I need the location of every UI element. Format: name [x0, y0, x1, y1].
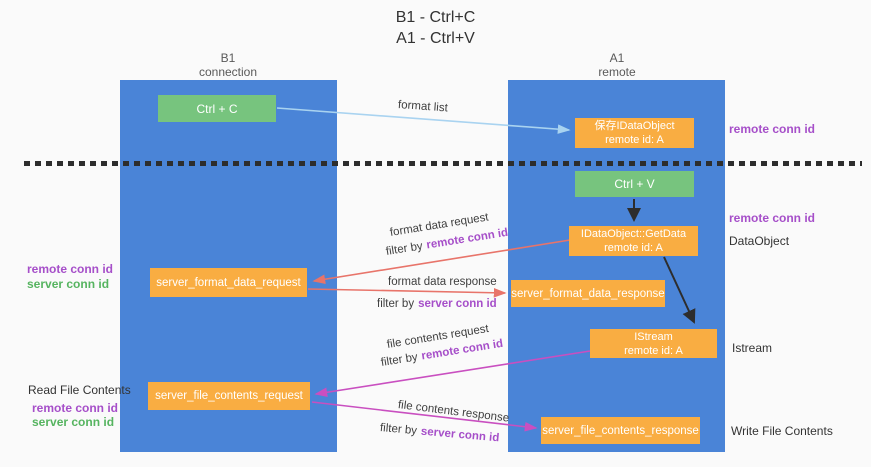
- idataobject-getdata-node: IDataObject::GetData remote id: A: [569, 226, 698, 256]
- server-conn-id-text: server conn id: [420, 425, 500, 445]
- dashed-separator-line: [24, 161, 862, 166]
- ctrl-v-node: Ctrl + V: [575, 171, 694, 197]
- file-request-label: server_file_contents_request: [155, 390, 303, 402]
- format-list-edge-label: format list: [397, 99, 449, 115]
- remote-conn-id-annotation-mid: remote conn id: [729, 211, 816, 225]
- format-data-response-arrow: [307, 287, 507, 298]
- diagram-title: B1 - Ctrl+C A1 - Ctrl+V: [0, 7, 871, 49]
- left-column-subtitle: connection: [198, 65, 258, 79]
- save-idataobject-line1: 保存IDataObject: [594, 120, 675, 132]
- right-column-header: A1 remote: [557, 51, 677, 79]
- write-file-contents-annotation: Write File Contents: [731, 424, 833, 438]
- right-column-name: A1: [609, 51, 625, 65]
- server-file-contents-response-node: server_file_contents_response: [541, 417, 700, 444]
- left-column-name: B1: [220, 51, 236, 65]
- file-response-label: server_file_contents_response: [542, 424, 699, 437]
- right-column-subtitle: remote: [598, 65, 636, 79]
- save-idataobject-line2: remote id: A: [605, 134, 664, 146]
- istream-node: IStream remote id: A: [590, 329, 717, 358]
- filter-by-text: filter by: [385, 240, 424, 258]
- getdata-line1: IDataObject::GetData: [580, 228, 687, 240]
- ctrl-c-node: Ctrl + C: [158, 95, 276, 122]
- bottom-remote-conn-id-annotation: remote conn id: [32, 401, 119, 415]
- filter-by-text: filter by: [379, 422, 418, 438]
- ctrl-v-label: Ctrl + V: [614, 177, 655, 191]
- format-response-label: server_format_data_response: [511, 287, 665, 300]
- ctrl-c-label: Ctrl + C: [196, 101, 238, 116]
- server-format-data-response-node: server_format_data_response: [511, 280, 665, 307]
- dataobject-annotation: DataObject: [729, 234, 790, 248]
- server-file-contents-request-node: server_file_contents_request: [148, 382, 310, 410]
- server-conn-id-text: server conn id: [418, 298, 497, 310]
- save-idataobject-node: 保存IDataObject remote id: A: [575, 118, 694, 148]
- left-server-conn-id-annotation: server conn id: [27, 277, 110, 291]
- filter-by-text: filter by: [377, 298, 415, 310]
- format-data-response-edge-label: format data response: [388, 276, 497, 288]
- left-column-header: B1 connection: [168, 51, 288, 79]
- read-file-contents-annotation: Read File Contents: [28, 383, 131, 397]
- remote-conn-id-annotation-top: remote conn id: [729, 122, 816, 136]
- title-line-1: B1 - Ctrl+C: [395, 9, 476, 26]
- format-request-label: server_format_data_request: [156, 276, 301, 289]
- file-contents-response-edge-label: file contents response: [397, 399, 510, 425]
- server-format-data-request-node: server_format_data_request: [150, 268, 307, 297]
- title-line-2: A1 - Ctrl+V: [396, 30, 475, 47]
- istream-line2: remote id: A: [624, 344, 683, 357]
- istream-line1: IStream: [634, 330, 673, 343]
- istream-annotation: Istream: [732, 341, 773, 355]
- left-remote-conn-id-annotation: remote conn id: [27, 262, 114, 276]
- filter-by-text: filter by: [380, 351, 419, 369]
- bottom-server-conn-id-annotation: server conn id: [32, 415, 115, 429]
- getdata-line2: remote id: A: [604, 242, 663, 254]
